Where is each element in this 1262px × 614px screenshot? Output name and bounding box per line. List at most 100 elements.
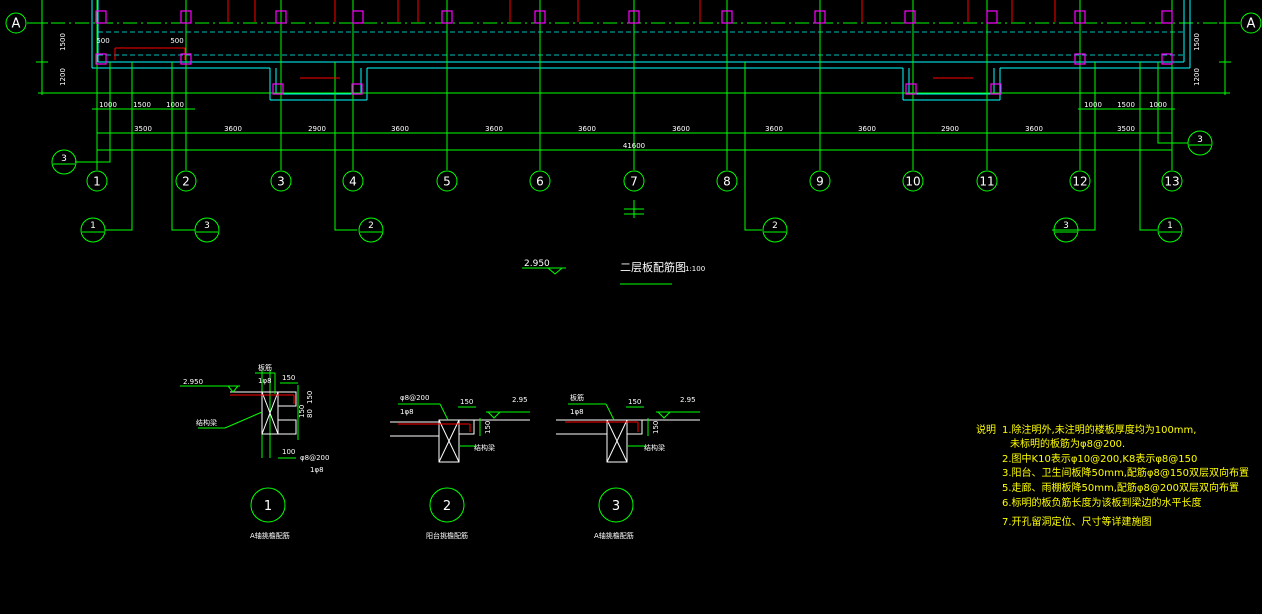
axis-bubble xyxy=(436,170,458,192)
dashed-beam-lines xyxy=(98,31,1184,56)
sub-dim-left: 1000 xyxy=(166,101,184,109)
section-ref-bottom: 3 xyxy=(1063,221,1069,231)
axis-bubble-label: 6 xyxy=(536,175,544,189)
axis-bubble-label: 9 xyxy=(816,175,824,189)
note-line: 1.除注明外,未注明的楼板厚度均为100mm, xyxy=(1002,423,1196,436)
column-square xyxy=(180,10,192,24)
section-ref-bottom: 3 xyxy=(204,221,210,231)
detail-1-label: 结构梁 xyxy=(196,418,217,427)
sub-dim-right: 1000 xyxy=(1149,101,1167,109)
detail-1-label: 1φ8 xyxy=(310,466,324,474)
column-square xyxy=(904,10,916,24)
section-ref-bottom: 2 xyxy=(368,221,374,231)
detail-1-dim: 80 xyxy=(306,409,314,418)
column-square xyxy=(534,10,546,24)
spacing-label: 2900 xyxy=(308,125,326,133)
sub-dim-right: 1000 xyxy=(1084,101,1102,109)
axis-bubble-label: 12 xyxy=(1072,175,1087,189)
spacing-label: 3600 xyxy=(858,125,876,133)
column-square xyxy=(95,10,107,24)
spacing-label: 3500 xyxy=(134,125,152,133)
axis-bubble xyxy=(1161,170,1183,192)
section-ref-left: 3 xyxy=(61,154,67,164)
column-square xyxy=(275,10,287,24)
detail-3-label: 结构梁 xyxy=(644,443,665,452)
detail-3-caption: A轴挑檐配筋 xyxy=(594,531,634,540)
plan-title: 二层板配筋图 xyxy=(620,260,686,274)
column-square xyxy=(721,10,733,24)
detail-2-dim: 150 xyxy=(484,421,492,434)
axis-bubble xyxy=(175,170,197,192)
detail-1-caption: A轴挑檐配筋 xyxy=(250,531,290,540)
left-vertical-dim: 1500 xyxy=(59,33,67,51)
detail-1-dim: 150 xyxy=(282,374,295,382)
detail-3: 2.95 板筋 1φ8 结构梁 150 150 3 A轴挑檐配筋 xyxy=(556,393,700,540)
column-square xyxy=(352,10,364,24)
axis-bubble-label: 1 xyxy=(93,175,101,189)
column-square xyxy=(272,83,284,95)
axis-bubble xyxy=(716,170,738,192)
detail-1-dim: 150 xyxy=(298,405,306,418)
elevation-mark: 2.950 xyxy=(524,259,550,269)
sub-dim-left: 1000 xyxy=(99,101,117,109)
spacing-label: 3600 xyxy=(391,125,409,133)
detail-3-label: 板筋 xyxy=(570,393,584,402)
column-square xyxy=(1161,10,1173,24)
detail-1: 2.950 板筋 1φ8 结构梁 φ8@200 1φ8 150 80 150 1… xyxy=(180,363,329,540)
detail-2-label: 结构梁 xyxy=(474,443,495,452)
right-vertical-dim: 1500 xyxy=(1193,33,1201,51)
top-dim: 500 xyxy=(96,37,109,45)
axis-bubble-label: 2 xyxy=(182,175,190,189)
detail-3-number: 3 xyxy=(612,499,620,514)
detail-1-label: 1φ8 xyxy=(258,377,272,385)
section-ref-bottom: 1 xyxy=(90,221,96,231)
detail-3-label: 1φ8 xyxy=(570,408,584,416)
axis-bubble-label: 5 xyxy=(443,175,451,189)
column-square xyxy=(986,10,998,24)
column-square xyxy=(990,83,1002,95)
detail-2-dim: 150 xyxy=(460,398,473,406)
detail-3-dim: 150 xyxy=(628,398,641,406)
column-square xyxy=(1074,53,1086,65)
axis-bubble xyxy=(342,170,364,192)
note-line: 未标明的板筋为φ8@200. xyxy=(1010,437,1125,450)
detail-3-dim: 150 xyxy=(652,421,660,434)
left-vertical-dim: 1200 xyxy=(59,68,67,86)
detail-3-elevation: 2.95 xyxy=(680,396,696,404)
axis-bubble-a-right: A xyxy=(1247,17,1256,32)
axis-bubble xyxy=(623,170,645,192)
axis-bubble-label: 3 xyxy=(277,175,285,189)
note-line: 3.阳台、卫生间板降50mm,配筋φ8@150双层双向布置 xyxy=(1002,466,1249,479)
axis-bubble xyxy=(529,170,551,192)
spacing-label: 3600 xyxy=(485,125,503,133)
plan-rebar xyxy=(114,0,1056,79)
spacing-label: 3600 xyxy=(672,125,690,133)
detail-2-label: 1φ8 xyxy=(400,408,414,416)
total-length-label: 41600 xyxy=(623,142,645,150)
notes-label: 说明 xyxy=(976,423,996,436)
axis-bubble-label: 8 xyxy=(723,175,731,189)
axis-bubble-a-left: A xyxy=(12,17,21,32)
axis-bubble-label: 4 xyxy=(349,175,357,189)
plan-scale: 1:100 xyxy=(685,265,705,273)
column-square xyxy=(180,53,192,65)
detail-2-elevation: 2.95 xyxy=(512,396,528,404)
section-ref-bottom: 1 xyxy=(1167,221,1173,231)
detail-1-number: 1 xyxy=(264,499,272,514)
axis-bubble xyxy=(976,170,998,192)
axis-bubble xyxy=(1069,170,1091,192)
detail-1-dim: 150 xyxy=(306,391,314,404)
detail-2: 2.95 φ8@200 1φ8 结构梁 150 150 2 阳台挑檐配筋 xyxy=(390,394,530,540)
column-square xyxy=(351,83,363,95)
note-line: 6.标明的板负筋长度为该板到梁边的水平长度 xyxy=(1002,496,1202,509)
section-leaders xyxy=(75,62,1188,231)
detail-2-number: 2 xyxy=(443,499,451,514)
spacing-label: 3600 xyxy=(765,125,783,133)
section-ref-bubbles: 3 3 1 3 2 2 3 1 xyxy=(51,130,1213,243)
section-ref-right: 3 xyxy=(1197,135,1203,145)
detail-2-caption: 阳台挑檐配筋 xyxy=(426,531,468,540)
design-notes: 说明 1.除注明外,未注明的楼板厚度均为100mm, 未标明的板筋为φ8@200… xyxy=(976,423,1249,528)
axis-bubble-label: 11 xyxy=(979,175,994,189)
